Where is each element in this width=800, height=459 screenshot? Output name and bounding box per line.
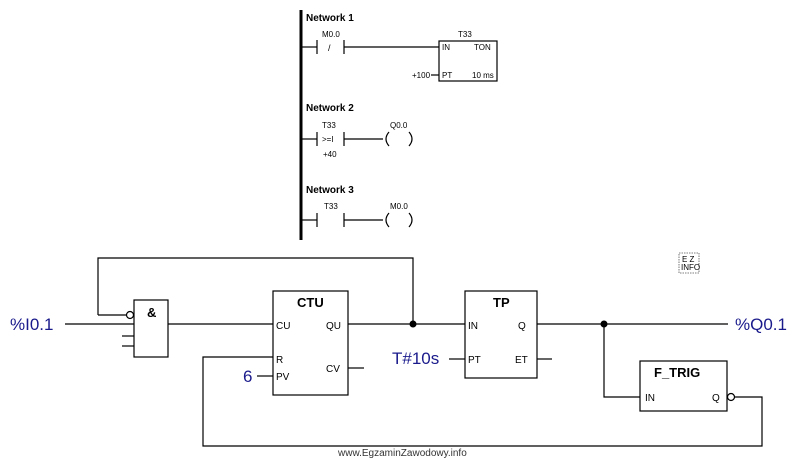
network-2: Network 2 T33 >=I +40 Q0.0	[301, 103, 413, 159]
tp-et-pin: ET	[515, 355, 528, 366]
tp-time-value: T#10s	[392, 349, 439, 368]
network-3-title: Network 3	[306, 185, 354, 196]
tp-q-pin: Q	[518, 321, 526, 332]
no-contact-address: T33	[324, 202, 338, 211]
ton-pt-pin: PT	[442, 71, 452, 80]
e-z: E Z	[682, 255, 695, 264]
tp-in-pin: IN	[468, 321, 478, 332]
network-2-title: Network 2	[306, 103, 354, 114]
ctu-title: CTU	[297, 295, 324, 310]
ftrig-q-pin: Q	[712, 393, 720, 404]
coil-m00-right	[408, 212, 413, 228]
coil-m00-left	[385, 212, 390, 228]
and-inverted-input	[125, 310, 135, 320]
ton-in-pin: IN	[442, 43, 450, 52]
reset-loop-from-ftrig	[202, 356, 763, 447]
ftrig-in-pin: IN	[645, 393, 655, 404]
coil-q00-left	[385, 131, 390, 147]
info: INFO	[681, 263, 700, 272]
and-gate-box	[133, 299, 169, 358]
ctu-cu-pin: CU	[276, 321, 290, 332]
feedback-to-and	[97, 257, 414, 324]
tp-timer-box	[464, 290, 538, 379]
network-3: Network 3 T33 M0.0	[301, 185, 413, 228]
ctu-cv-pin: CV	[326, 364, 340, 375]
ton-pt-value: +100	[412, 71, 431, 80]
compare-operand: T33	[322, 121, 336, 130]
tp-pt-pin: PT	[468, 355, 481, 366]
ctu-pv-pin: PV	[276, 372, 290, 383]
ftrig-title: F_TRIG	[654, 365, 700, 380]
coil-q00-right	[408, 131, 413, 147]
ctu-counter-box	[272, 290, 349, 396]
input-label: %I0.1	[10, 315, 53, 334]
nc-contact-symbol: /	[328, 43, 331, 53]
junction-qu	[409, 320, 417, 328]
ez-info-logo: E Z INFO	[678, 252, 700, 274]
network-1: Network 1 / M0.0 T33 IN TON +100 PT 10 m…	[301, 13, 498, 82]
ton-timer-name: T33	[458, 30, 472, 39]
ctu-r-pin: R	[276, 355, 283, 366]
and-gate-symbol: &	[147, 305, 156, 320]
wire-to-ftrig-in	[603, 324, 640, 398]
compare-value: +40	[323, 150, 337, 159]
ton-timer-box	[438, 40, 498, 82]
ctu-qu-pin: QU	[326, 321, 341, 332]
coil-q00-address: Q0.0	[390, 121, 408, 130]
compare-operator: >=I	[322, 135, 334, 144]
ton-time-base: 10 ms	[472, 71, 494, 80]
ton-type: TON	[474, 43, 491, 52]
fbd-diagram: %I0.1 & CTU CU R PV QU CV 6 TP IN	[10, 257, 787, 447]
footer-site: www.EgzaminZawodowy.info	[337, 448, 467, 459]
tp-title: TP	[493, 295, 510, 310]
network-1-title: Network 1	[306, 13, 354, 24]
ctu-preset-value: 6	[243, 367, 252, 386]
ftrig-box	[639, 360, 728, 412]
ladder-diagram: Network 1 / M0.0 T33 IN TON +100 PT 10 m…	[299, 10, 498, 240]
nc-contact-address: M0.0	[322, 30, 340, 39]
output-label: %Q0.1	[735, 315, 787, 334]
ftrig-inverted-output	[726, 392, 736, 402]
coil-m00-address: M0.0	[390, 202, 408, 211]
